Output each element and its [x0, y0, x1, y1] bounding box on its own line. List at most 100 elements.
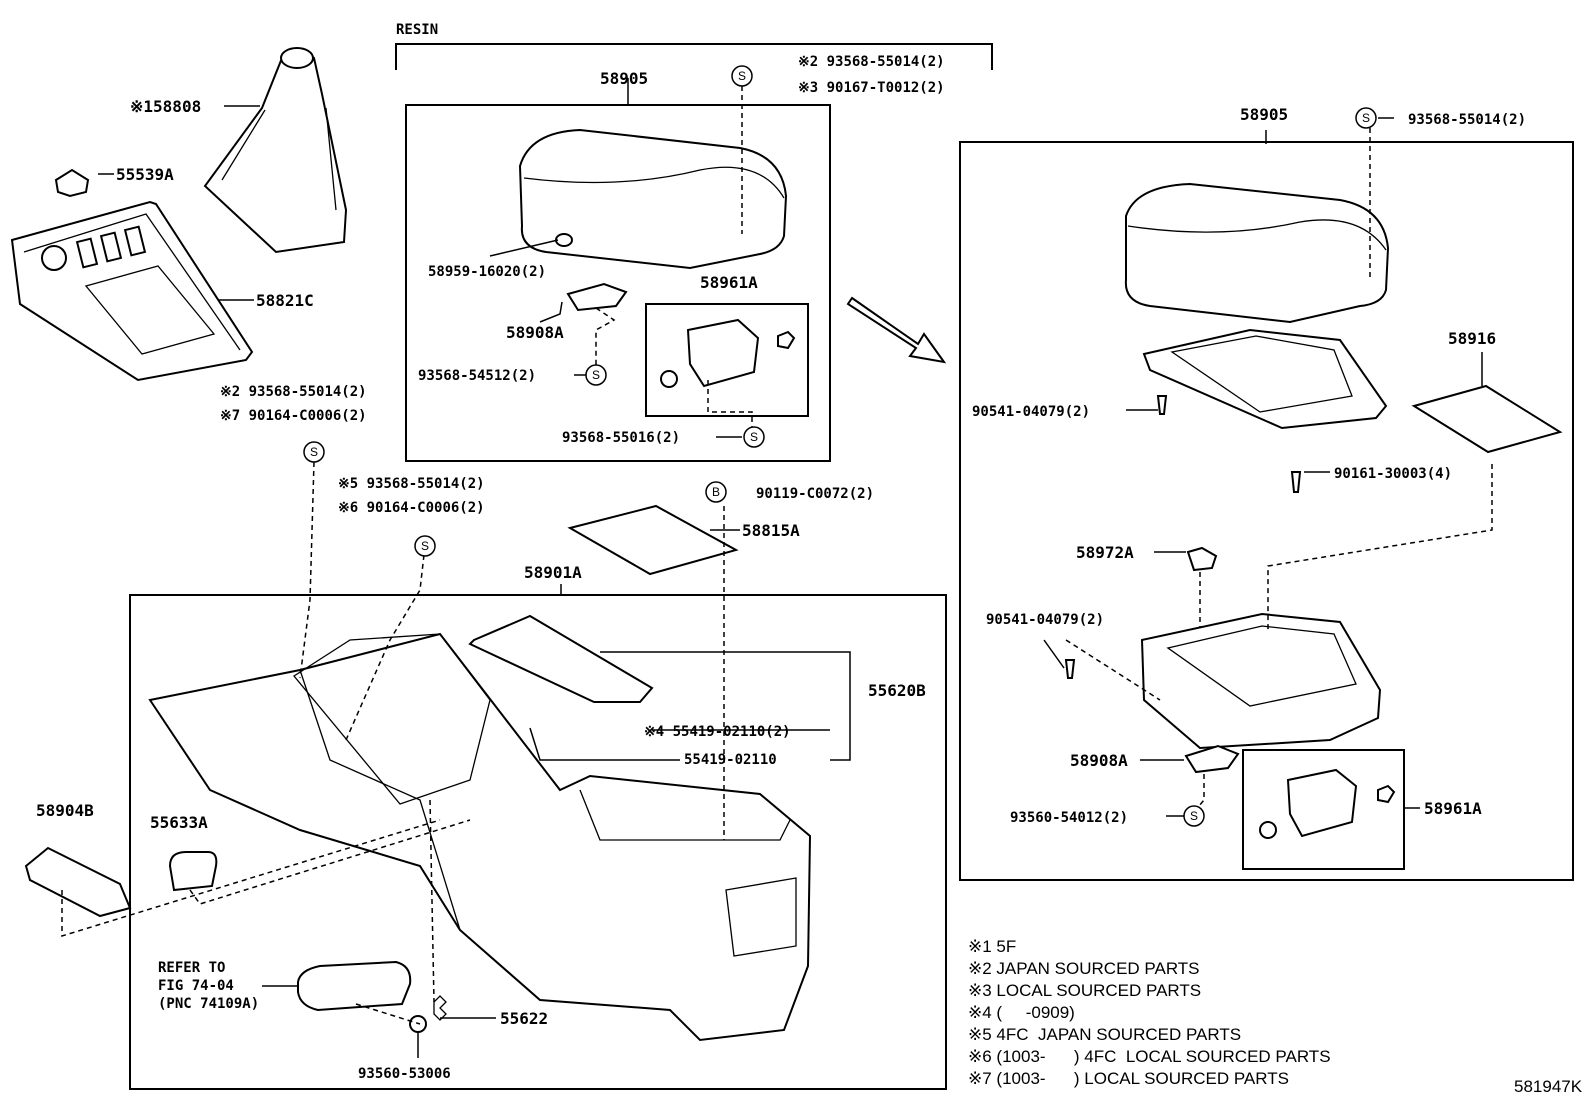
label-58961A-upper: 58961A	[700, 273, 758, 292]
svg-text:S: S	[592, 368, 600, 382]
legend-notes: ※1 5F ※2 JAPAN SOURCED PARTS ※3 LOCAL SO…	[968, 937, 1583, 1096]
shift-boot-58808	[203, 51, 348, 254]
label-55419: 55419-02110	[684, 752, 777, 768]
latch-58908A-upper	[566, 282, 628, 312]
note-6: ※6 (1003- ) 4FC LOCAL SOURCED PARTS	[968, 1047, 1331, 1066]
screw-90161-30003	[1290, 471, 1302, 493]
svg-text:S: S	[1362, 111, 1370, 125]
note-4: ※4 ( -0909)	[968, 1003, 1075, 1022]
label-mid-screw-1: ※5 93568-55014(2)	[338, 476, 485, 492]
s-symbol-4: S	[585, 364, 607, 386]
label-90541-upper: 90541-04079(2)	[972, 404, 1090, 420]
pad-55633A	[168, 851, 218, 892]
label-58916: 58916	[1448, 329, 1496, 348]
b-symbol: B	[705, 481, 727, 503]
label-55633A: 55633A	[150, 813, 208, 832]
label-left-screw-2: ※7 90164-C0006(2)	[220, 408, 367, 424]
label-refer-3: (PNC 74109A)	[158, 996, 259, 1012]
s-symbol-2: S	[303, 441, 325, 463]
label-90161: 90161-30003(4)	[1334, 466, 1452, 482]
label-refer-2: FIG 74-04	[158, 978, 234, 994]
latch-58961A-right	[1286, 768, 1358, 838]
note-5: ※5 4FC JAPAN SOURCED PARTS	[968, 1025, 1241, 1044]
latch-58908A-right	[1184, 744, 1240, 774]
label-58961A-right: 58961A	[1424, 799, 1482, 818]
clip-55539A	[54, 168, 90, 198]
box-58815A	[567, 504, 739, 576]
frames: RESIN	[129, 22, 1574, 1090]
armrest-lid-58905-right	[1124, 182, 1390, 324]
label-mid-screw-2: ※6 90164-C0006(2)	[338, 500, 485, 516]
label-55620B: 55620B	[868, 681, 926, 700]
fastener-symbols: S S S S S S S B	[303, 65, 1377, 827]
screw-90541-upper	[1156, 395, 1168, 415]
label-90541-lower: 90541-04079(2)	[986, 612, 1104, 628]
label-93568-54512: 93568-54512(2)	[418, 368, 536, 384]
note-7: ※7 (1003- ) LOCAL SOURCED PARTS	[968, 1069, 1289, 1088]
label-58959: 58959-16020(2)	[428, 264, 546, 280]
svg-text:S: S	[310, 445, 318, 459]
screw-90541-lower	[1064, 659, 1076, 679]
label-90119: 90119-C0072(2)	[756, 486, 874, 502]
label-93560-54012: 93560-54012(2)	[1010, 810, 1128, 826]
label-55419-x2: ※4 55419-02110(2)	[644, 724, 791, 740]
label-58905-right: 58905	[1240, 105, 1288, 124]
label-58901A: 58901A	[524, 563, 582, 582]
label-58908A-right: 58908A	[1070, 751, 1128, 770]
figure-code: 581947K	[1514, 1077, 1583, 1096]
resin-bracket	[395, 43, 993, 70]
shift-boot-group	[10, 47, 348, 382]
label-top-screw-1: ※2 93568-55014(2)	[798, 54, 945, 70]
label-58905-upper: 58905	[600, 69, 648, 88]
label-top-screw-2: ※3 90167-T0012(2)	[798, 80, 945, 96]
part-labels: ※158808 55539A 58821C ※2 93568-55014(2) …	[36, 54, 1526, 1082]
upper-armrest-group	[518, 128, 796, 388]
label-93568-55014-right: 93568-55014(2)	[1408, 112, 1526, 128]
leader-lines	[61, 78, 1493, 1058]
mat-58916	[1411, 384, 1563, 454]
svg-text:S: S	[1190, 809, 1198, 823]
s-symbol-7: S	[1183, 805, 1205, 827]
label-58972A: 58972A	[1076, 543, 1134, 562]
lamp-74109A	[297, 960, 412, 1012]
s-symbol-1: S	[731, 65, 753, 87]
console-body-58901A	[148, 632, 812, 1042]
label-58904B: 58904B	[36, 801, 94, 820]
label-55539A: 55539A	[116, 165, 174, 184]
label-58808: ※158808	[130, 97, 201, 116]
label-58815A: 58815A	[742, 521, 800, 540]
note-1: ※1 5F	[968, 937, 1016, 956]
spring-55622	[433, 995, 447, 1021]
direction-arrow	[846, 296, 947, 364]
armrest-lid-58905	[518, 128, 788, 270]
upper-armrest-box	[405, 104, 831, 462]
label-left-screw-1: ※2 93568-55014(2)	[220, 384, 367, 400]
label-58908A-upper: 58908A	[506, 323, 564, 342]
latch-subbox-right	[1242, 749, 1405, 870]
clip-58972A	[1186, 546, 1218, 572]
s-symbol-5: S	[743, 426, 765, 448]
right-armrest-group	[1064, 182, 1563, 839]
tray-58905-right	[1142, 328, 1388, 430]
resin-label: RESIN	[396, 22, 438, 38]
s-symbol-6: S	[1355, 107, 1377, 129]
label-93560-53006: 93560-53006	[358, 1066, 451, 1082]
label-58821C: 58821C	[256, 291, 314, 310]
label-93568-55016: 93568-55016(2)	[562, 430, 680, 446]
console-group	[24, 504, 812, 1042]
label-55622: 55622	[500, 1009, 548, 1028]
svg-text:S: S	[738, 69, 746, 83]
svg-text:S: S	[421, 539, 429, 553]
cover-58904B	[24, 846, 132, 918]
svg-text:B: B	[712, 485, 720, 499]
box-lower-right	[1140, 612, 1382, 750]
note-3: ※3 LOCAL SOURCED PARTS	[968, 981, 1201, 1000]
svg-text:S: S	[750, 430, 758, 444]
label-refer-1: REFER TO	[158, 960, 225, 976]
s-symbol-3: S	[414, 535, 436, 557]
lid-55620B	[468, 614, 654, 703]
latch-subbox-upper	[645, 303, 809, 417]
note-2: ※2 JAPAN SOURCED PARTS	[968, 959, 1200, 978]
latch-58961A-upper	[686, 318, 760, 388]
